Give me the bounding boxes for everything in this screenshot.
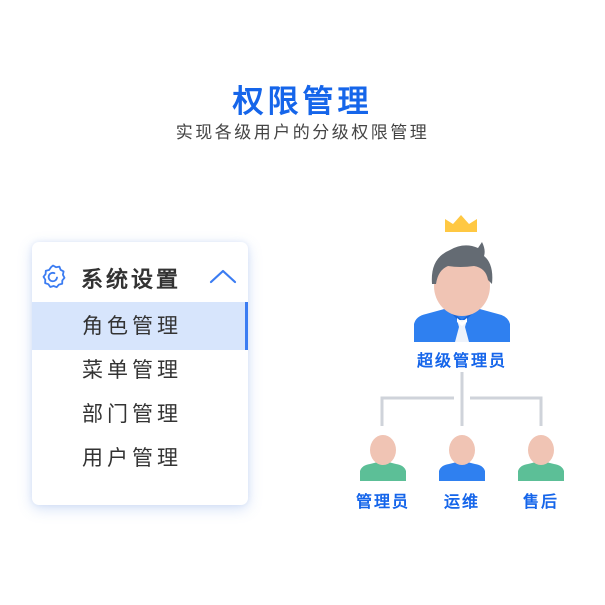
admin-avatar-icon bbox=[414, 242, 510, 342]
menu-item-label: 角色管理 bbox=[82, 314, 182, 338]
chevron-up-icon[interactable] bbox=[208, 266, 238, 286]
user-avatar-icon bbox=[360, 435, 406, 481]
menu-item-label: 菜单管理 bbox=[82, 358, 182, 382]
menu-item-label: 部门管理 bbox=[82, 402, 182, 426]
system-settings-menu: 系统设置 角色管理 菜单管理 部门管理 用户管理 bbox=[32, 242, 248, 505]
menu-item-user-management[interactable]: 用户管理 bbox=[32, 434, 248, 482]
user-avatar-icon bbox=[439, 435, 485, 481]
page-title: 权限管理 bbox=[232, 84, 373, 120]
menu-header-system-settings[interactable]: 系统设置 bbox=[32, 254, 248, 300]
menu-item-department-management[interactable]: 部门管理 bbox=[32, 390, 248, 438]
menu-item-label: 用户管理 bbox=[82, 446, 182, 470]
tree-connector-lines bbox=[380, 372, 543, 426]
child-label-ops: 运维 bbox=[443, 492, 480, 511]
crown-icon bbox=[445, 215, 477, 232]
menu-item-menu-management[interactable]: 菜单管理 bbox=[32, 346, 248, 394]
child-label-admin: 管理员 bbox=[355, 492, 410, 511]
menu-item-role-management[interactable]: 角色管理 bbox=[32, 302, 248, 350]
gear-icon bbox=[42, 264, 66, 289]
super-admin-label: 超级管理员 bbox=[416, 351, 507, 370]
page-subtitle: 实现各级用户的分级权限管理 bbox=[175, 123, 430, 143]
child-label-after-sales: 售后 bbox=[522, 492, 559, 511]
user-avatar-icon bbox=[518, 435, 564, 481]
menu-header-label: 系统设置 bbox=[81, 268, 182, 293]
